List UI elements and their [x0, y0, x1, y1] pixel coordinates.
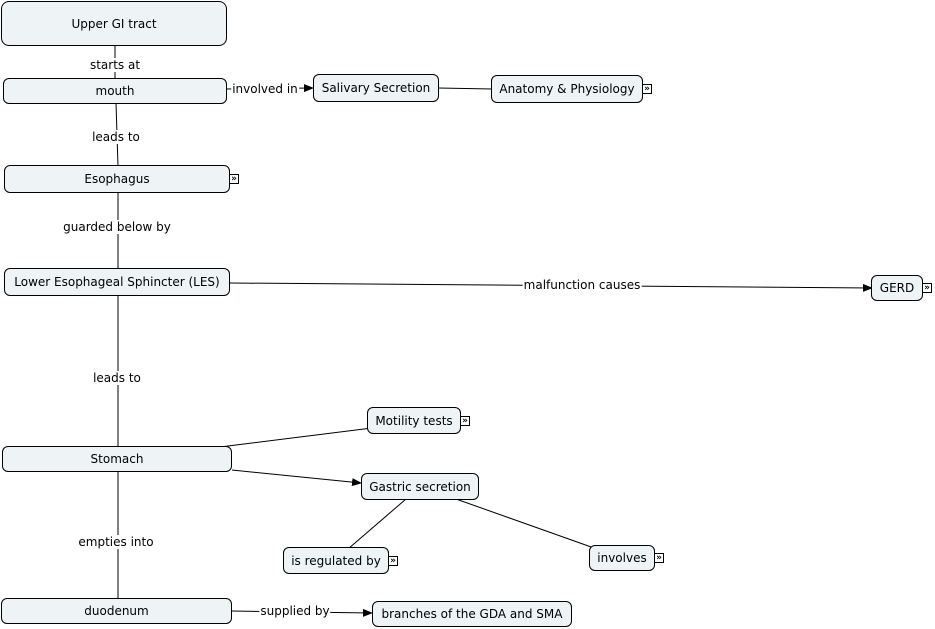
resource-link-icon[interactable]: » — [642, 84, 652, 94]
concept-salivary-secretion[interactable]: Salivary Secretion — [313, 74, 439, 102]
resource-link-icon[interactable]: » — [388, 556, 398, 566]
concept-is-regulated-by[interactable]: is regulated by — [283, 547, 389, 574]
concept-les[interactable]: Lower Esophageal Sphincter (LES) — [4, 268, 230, 296]
link-label-guarded-below-by: guarded below by — [62, 220, 172, 234]
edge-gastric-involves — [455, 498, 595, 549]
concept-upper-gi-tract[interactable]: Upper GI tract — [1, 1, 227, 46]
concept-anatomy-physiology[interactable]: Anatomy & Physiology — [491, 75, 643, 103]
link-label-leads-to-2: leads to — [92, 371, 142, 385]
link-label-starts-at: starts at — [88, 58, 142, 72]
concept-mouth[interactable]: mouth — [3, 78, 227, 104]
link-label-involved-in: involved in — [231, 82, 299, 96]
link-label-supplied-by: supplied by — [259, 604, 331, 618]
concept-duodenum[interactable]: duodenum — [1, 598, 232, 624]
link-label-empties-into: empties into — [77, 535, 155, 549]
concept-gastric-secretion[interactable]: Gastric secretion — [361, 473, 479, 500]
concept-gda-sma[interactable]: branches of the GDA and SMA — [372, 601, 572, 627]
concept-esophagus[interactable]: Esophagus — [4, 165, 230, 193]
edge-stomach-gastric — [231, 469, 362, 487]
concept-stomach[interactable]: Stomach — [2, 446, 232, 472]
edge-gastric-regulated — [347, 498, 407, 550]
resource-link-icon[interactable]: » — [229, 174, 239, 184]
resource-link-icon[interactable]: » — [654, 553, 664, 563]
edge-salivary-anatomy — [437, 87, 493, 90]
resource-link-icon[interactable]: » — [922, 283, 932, 293]
concept-gerd[interactable]: GERD — [871, 275, 923, 301]
edge-stomach-motility — [219, 427, 373, 448]
link-label-leads-to-1: leads to — [91, 130, 141, 144]
link-label-malfunction-causes: malfunction causes — [522, 278, 642, 292]
resource-link-icon[interactable]: » — [460, 416, 470, 426]
concept-motility-tests[interactable]: Motility tests — [367, 407, 461, 434]
concept-involves[interactable]: involves — [589, 545, 655, 571]
